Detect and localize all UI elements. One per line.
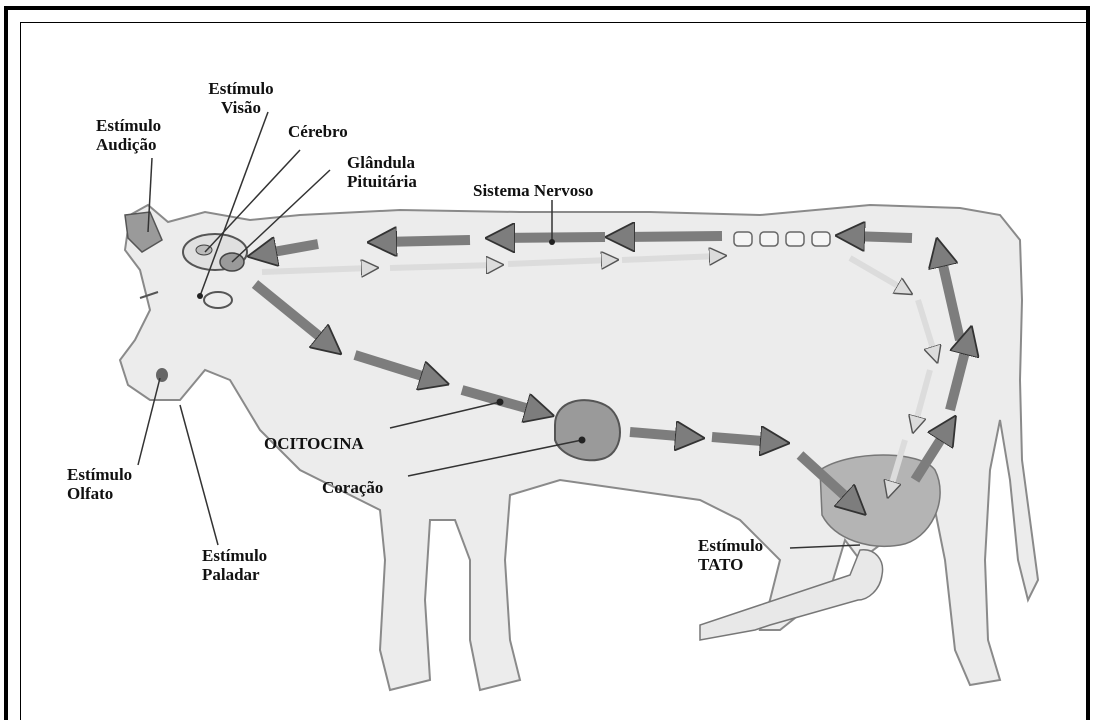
label-sistema-nervoso: Sistema Nervoso: [473, 181, 593, 200]
label-estimulo-tato: Estímulo TATO: [698, 536, 763, 574]
label-estimulo-audicao: Estímulo Audição: [96, 116, 161, 154]
label-line: Cérebro: [288, 122, 348, 141]
label-line: Estímulo: [196, 79, 286, 98]
label-estimulo-paladar: Estímulo Paladar: [202, 546, 267, 584]
label-line: Estímulo: [96, 116, 161, 135]
label-line: Estímulo: [202, 546, 267, 565]
label-ocitocina: OCITOCINA: [264, 434, 364, 453]
label-line: Estímulo: [698, 536, 763, 555]
heart-shape: [555, 400, 620, 460]
label-line: Olfato: [67, 484, 132, 503]
label-line: Sistema Nervoso: [473, 181, 593, 200]
label-line: Pituitária: [347, 172, 417, 191]
label-line: Paladar: [202, 565, 267, 584]
label-estimulo-olfato: Estímulo Olfato: [67, 465, 132, 503]
label-coracao: Coração: [322, 478, 383, 497]
label-line: Coração: [322, 478, 383, 497]
label-line: TATO: [698, 555, 763, 574]
label-cerebro: Cérebro: [288, 122, 348, 141]
label-line: Glândula: [347, 153, 417, 172]
label-glandula-pituitaria: Glândula Pituitária: [347, 153, 417, 191]
label-line: Audição: [96, 135, 161, 154]
label-line: Estímulo: [67, 465, 132, 484]
nostril-shape: [156, 368, 168, 382]
label-line: Visão: [196, 98, 286, 117]
label-estimulo-visao: Estímulo Visão: [196, 79, 286, 117]
label-line: OCITOCINA: [264, 434, 364, 453]
